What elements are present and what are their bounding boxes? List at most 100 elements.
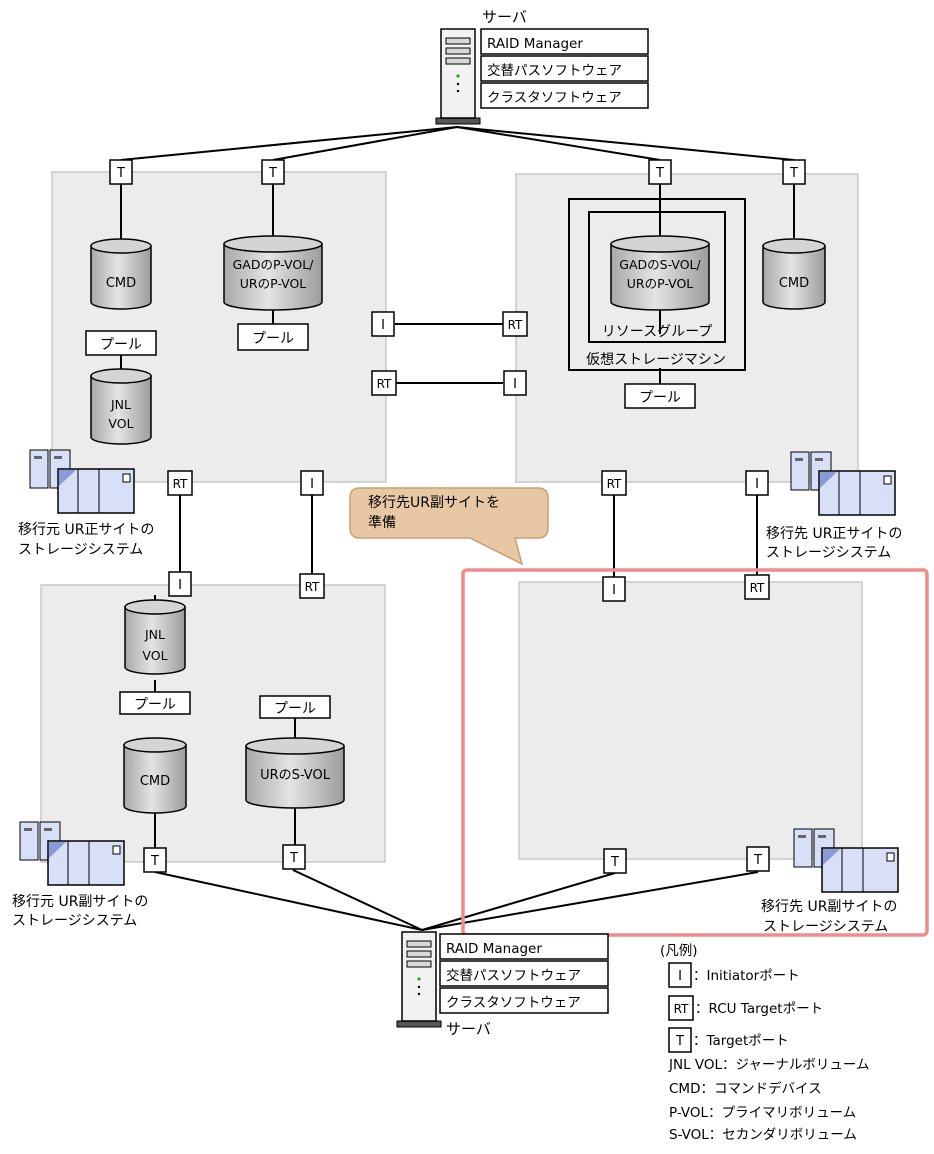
port-label: T [789, 166, 798, 181]
callout-text-2: 準備 [368, 515, 396, 531]
port-label: RT [377, 377, 392, 391]
target-port [282, 844, 306, 870]
target-port [648, 159, 672, 185]
rcu-target-port [744, 574, 770, 600]
rcu-target-port [601, 470, 627, 496]
pvol-label-1: GADのP-VOL/ [233, 257, 315, 272]
rcu-target-port [167, 470, 193, 496]
port-label: I [178, 578, 182, 593]
legend-initiator-symbol [668, 962, 692, 988]
callout-text-1: 移行先UR副サイトを [368, 495, 500, 511]
server-bottom: RAID Manager 交替パスソフトウェア クラスタソフトウェア サーバ [396, 931, 609, 1038]
ports: T T T T I RT RT I RT I RT I I RT I [109, 159, 806, 874]
server-top-label: サーバ [482, 8, 527, 26]
resource-group-label: リソースグループ [602, 324, 712, 340]
storage-system-icon [793, 828, 899, 893]
cmd-label: CMD [140, 774, 170, 789]
target-port [143, 847, 167, 873]
caption-bottom-right-1: 移行先 UR副サイトの [761, 899, 897, 915]
software-path-failover: 交替パスソフトウェア [446, 967, 581, 984]
initiator-port [300, 470, 324, 496]
cmd-volume-bottom-left: CMD [123, 737, 187, 814]
pvol-volume-top-left: GADのP-VOL/ URのP-VOL [223, 235, 323, 311]
server-top: サーバ RAID Manager 交替パスソフトウェア クラスタソフトウェア [435, 8, 649, 125]
port-label: T [116, 166, 125, 181]
software-cluster: クラスタソフトウェア [487, 90, 622, 106]
port-label: I [513, 377, 517, 392]
legend-note-svol: S-VOL：セカンダリボリューム [669, 1127, 857, 1143]
target-port [782, 159, 806, 185]
cmd-label: CMD [106, 276, 136, 291]
storage-system-icon [790, 451, 896, 516]
rcu-target-port [502, 311, 528, 337]
port-label: I [381, 318, 385, 333]
port-label: T [610, 855, 619, 870]
virtual-storage-machine-box [568, 198, 746, 371]
software-raid-manager: RAID Manager [446, 941, 542, 957]
virtual-storage-label: 仮想ストレージマシン [586, 352, 726, 368]
legend-note-jnl: JNL VOL：ジャーナルボリューム [668, 1057, 869, 1073]
storage-box-top-right [515, 173, 859, 483]
legend-symbol-label: RT [674, 1002, 689, 1016]
initiator-port [602, 576, 626, 602]
resource-group-box [588, 211, 726, 343]
target-port [603, 848, 627, 874]
caption-top-right-1: 移行先 UR正サイトの [766, 526, 902, 542]
port-label: RT [173, 477, 188, 491]
port-label: T [268, 166, 277, 181]
legend-rcu-target-text: ：RCU Targetポート [695, 1001, 823, 1017]
initiator-port [745, 470, 769, 496]
pool-label: プール [274, 701, 316, 717]
caption-bottom-left-2: ストレージシステム [12, 913, 137, 929]
caption-bottom-left-1: 移行元 UR副サイトの [12, 894, 148, 910]
legend-note-pvol: P-VOL：プライマリボリューム [669, 1105, 856, 1121]
initiator-port [371, 311, 395, 337]
svol-label: URのS-VOL [260, 768, 331, 783]
legend-symbol-label: T [675, 1034, 684, 1049]
initiator-port [168, 571, 192, 597]
server-tower-icon [396, 931, 442, 1028]
pool-label: プール [100, 337, 142, 353]
pool-label: プール [252, 331, 294, 347]
jnl-label-2: VOL [108, 416, 133, 431]
legend-note-cmd: CMD：コマンドデバイス [669, 1080, 822, 1097]
pool-box-bottom-left-svol [259, 695, 331, 719]
svol-label-1: GADのS-VOL/ [619, 257, 701, 272]
port-label: T [655, 166, 664, 181]
pool-box-top-left-pvol [237, 323, 309, 351]
initiator-port [503, 370, 527, 396]
pvol-label-2: URのP-VOL [240, 276, 307, 291]
software-raid-manager: RAID Manager [487, 36, 583, 52]
software-cluster: クラスタソフトウェア [446, 995, 581, 1011]
storage-box-bottom-left [40, 584, 386, 863]
port-label: RT [607, 477, 622, 491]
legend-target-symbol [668, 1027, 692, 1053]
port-label: I [612, 583, 616, 598]
server-bottom-label: サーバ [446, 1020, 491, 1038]
port-label: RT [305, 580, 320, 594]
legend-symbol-label: I [678, 969, 682, 984]
storage-system-icon [19, 821, 125, 886]
caption-bottom-right-2: ストレージシステム [763, 919, 888, 935]
cmd-label: CMD [779, 276, 809, 291]
jnl-volume-bottom-left: JNL VOL [124, 599, 186, 675]
svol-volume-top-right: GADのS-VOL/ URのP-VOL [610, 235, 710, 311]
target-port [746, 846, 770, 872]
target-port [261, 159, 285, 185]
port-label: I [310, 477, 314, 492]
legend-target-text: ：Targetポート [693, 1033, 789, 1049]
legend-title: (凡例) [660, 943, 698, 959]
legend-rcu-target-symbol [668, 995, 694, 1021]
pool-label: プール [639, 390, 681, 406]
svol-volume-bottom-left: URのS-VOL [245, 737, 345, 809]
caption-top-left-2: ストレージシステム [18, 542, 143, 558]
svol-label-2: URのP-VOL [627, 276, 694, 291]
jnl-label-1: JNL [110, 397, 131, 412]
pool-box-top-left-jnl [85, 330, 157, 356]
port-label: I [755, 477, 759, 492]
rcu-target-port [371, 370, 397, 396]
rcu-target-port [299, 573, 325, 599]
caption-top-left-1: 移行元 UR正サイトの [18, 522, 154, 538]
target-port [109, 159, 133, 185]
legend-initiator-text: ：Initiatorポート [693, 968, 800, 984]
